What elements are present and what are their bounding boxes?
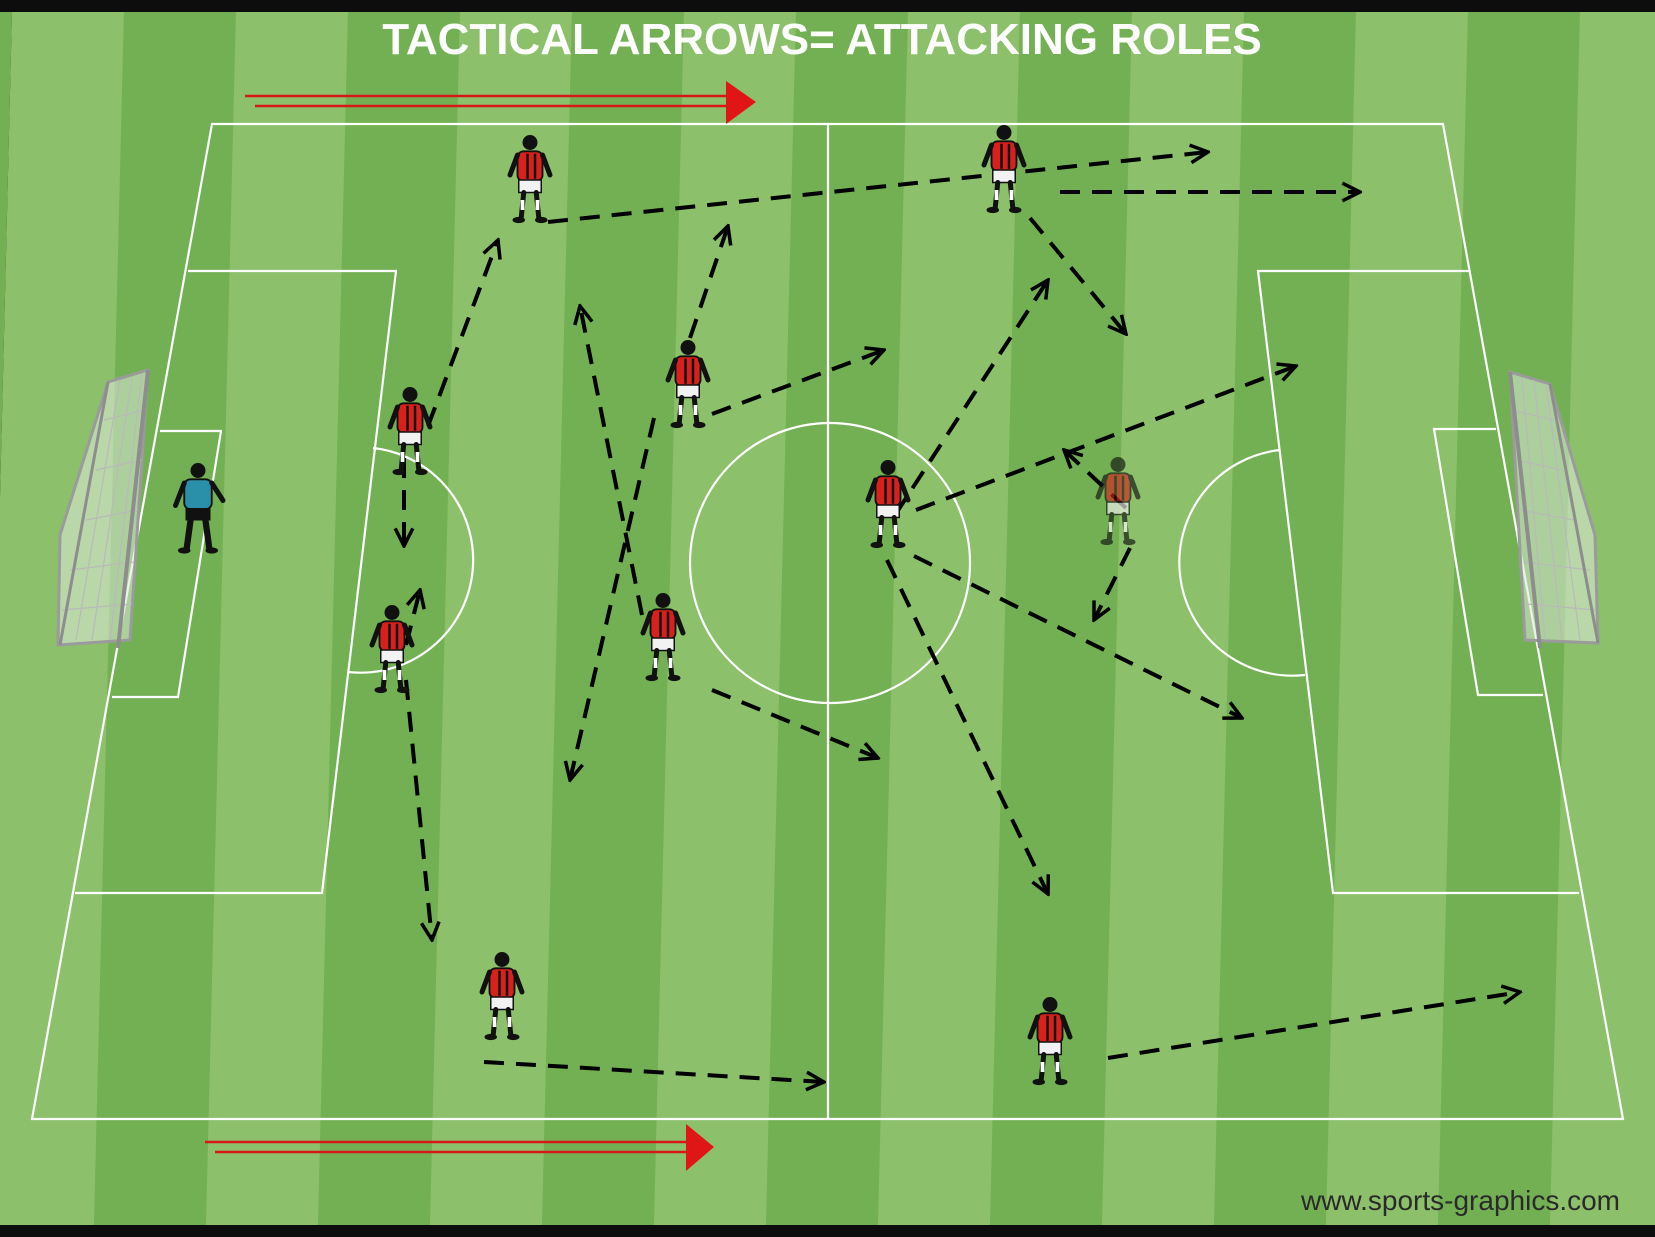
- right-goal: [1508, 369, 1600, 649]
- left-goal: [56, 367, 150, 649]
- right-penalty-area: [1256, 269, 1579, 895]
- grass-stripe: [878, 12, 1020, 1225]
- grass-stripe: [654, 12, 796, 1225]
- run-arrow: [580, 306, 644, 616]
- grass-stripe: [766, 12, 908, 1225]
- run-arrow: [688, 226, 728, 339]
- grass-stripe: [94, 12, 236, 1225]
- centre-circle: [688, 421, 972, 705]
- left-penalty-area: [75, 269, 398, 895]
- run-arrows: [404, 152, 1520, 1082]
- run-arrow: [1028, 216, 1126, 334]
- run-arrow: [915, 366, 1296, 512]
- run-arrow: [547, 152, 1208, 224]
- run-arrow: [1107, 992, 1520, 1060]
- attack-direction-arrow-top: [245, 81, 756, 124]
- grass-stripe: [1214, 12, 1356, 1225]
- grass-stripe: [1326, 12, 1468, 1225]
- run-arrow: [913, 554, 1242, 718]
- right-goal-area: [1432, 427, 1543, 697]
- pitch-markings: [30, 122, 1625, 1121]
- attack-direction-arrow-bottom: [205, 1124, 714, 1171]
- touchline-boundary: [30, 122, 1625, 1121]
- left-goal-area: [112, 429, 223, 699]
- grass-stripe: [1102, 12, 1244, 1225]
- run-arrow: [1092, 547, 1132, 620]
- credit-watermark: www.sports-graphics.com: [1300, 1185, 1620, 1216]
- grass-stripe: [430, 12, 572, 1225]
- grass-stripe: [206, 12, 348, 1225]
- right-penalty-arc: [1178, 448, 1306, 677]
- run-arrow: [893, 280, 1048, 517]
- diagram-title: TACTICAL ARROWS= ATTACKING ROLES: [382, 15, 1262, 64]
- run-arrow: [483, 1060, 824, 1082]
- grass-stripe: [1550, 12, 1655, 1225]
- run-arrow: [404, 679, 432, 940]
- grass-stripe: [1438, 12, 1580, 1225]
- run-arrow: [426, 240, 498, 427]
